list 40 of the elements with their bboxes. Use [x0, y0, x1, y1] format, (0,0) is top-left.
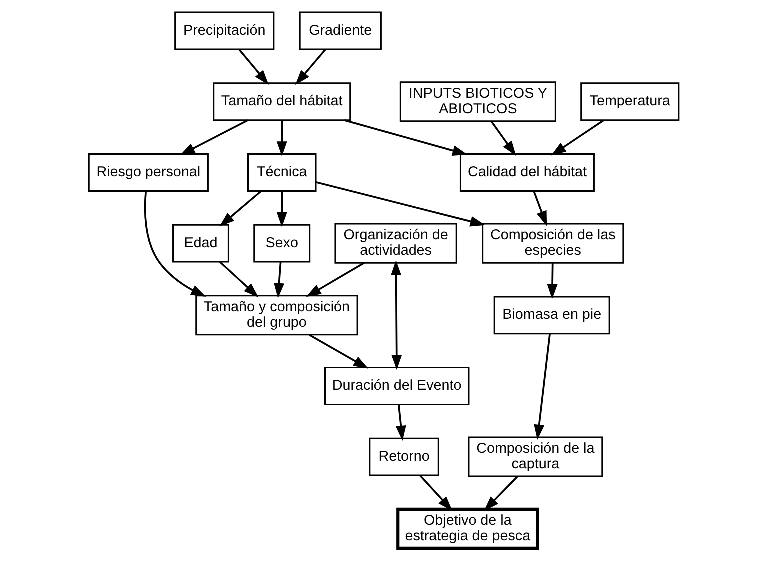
node-box: Duración del Evento	[324, 367, 470, 406]
arrow	[551, 120, 604, 156]
arrow	[420, 475, 453, 512]
arrow	[238, 49, 269, 86]
node-box: Composición de las especies	[482, 223, 624, 264]
arrow	[490, 121, 516, 156]
arrow	[180, 120, 248, 156]
arrow	[306, 262, 365, 298]
arrow	[316, 181, 486, 227]
node-box: Composición de la captura	[468, 436, 604, 478]
arrow	[309, 334, 369, 369]
arrow	[220, 190, 262, 227]
node-box: Técnica	[247, 153, 317, 192]
arrow	[396, 404, 406, 441]
node-box: Tamaño del hábitat	[213, 82, 352, 122]
node-box: Precipitación	[174, 12, 275, 50]
node-box: Biomasa en pie	[494, 296, 610, 335]
node-box: INPUTS BIOTICOS Y ABIOTICOS	[400, 82, 556, 122]
node-box: Tamaño y composición del grupo	[196, 295, 358, 336]
arrow	[296, 49, 326, 86]
node-box: Edad	[172, 224, 230, 263]
node-box: Retorno	[369, 438, 440, 476]
arrow	[484, 476, 518, 512]
arrow	[220, 262, 259, 298]
arrow	[533, 191, 548, 226]
node-box: Calidad del hábitat	[460, 153, 595, 192]
arrow	[344, 120, 468, 156]
arrow	[276, 120, 288, 157]
arrow	[547, 263, 558, 300]
arrow	[276, 191, 288, 228]
node-box: Sexo	[254, 224, 311, 263]
node-box: Objetivo de la estrategia de pesca	[396, 508, 540, 550]
arrow	[274, 262, 284, 298]
node-box: Temperatura	[580, 82, 680, 122]
node-box: Riesgo personal	[88, 153, 209, 192]
node-box: Gradiente	[299, 12, 382, 50]
arrow	[391, 260, 402, 370]
node-box: Organización de actividades	[334, 223, 458, 264]
arrow	[534, 334, 551, 440]
arrow	[144, 191, 206, 298]
